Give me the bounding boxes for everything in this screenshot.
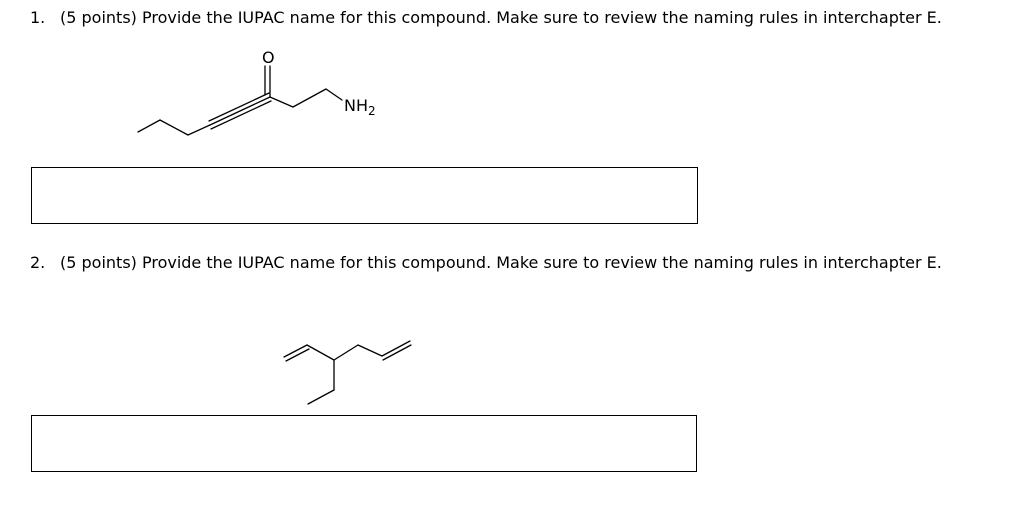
bond <box>292 88 327 108</box>
bond <box>333 344 359 361</box>
bond <box>269 96 294 108</box>
bond <box>357 344 383 357</box>
question-number: 2. <box>30 253 46 272</box>
triple-bond <box>209 96 271 126</box>
bond <box>325 88 343 101</box>
bond <box>187 124 211 136</box>
triple-bond <box>210 100 272 130</box>
double-bond <box>283 344 308 358</box>
double-bond <box>382 344 412 361</box>
bond <box>137 119 161 133</box>
question-text: (5 points) Provide the IUPAC name for th… <box>60 253 942 272</box>
answer-box-1[interactable] <box>31 167 698 224</box>
question-number: 1. <box>30 8 46 27</box>
answer-box-2[interactable] <box>31 415 697 472</box>
triple-bond <box>208 92 270 122</box>
double-bond <box>381 340 411 357</box>
bond <box>159 119 189 136</box>
double-bond <box>285 348 310 362</box>
bond <box>306 344 335 361</box>
question-2: 2. (5 points) Provide the IUPAC name for… <box>30 252 990 273</box>
question-1: 1. (5 points) Provide the IUPAC name for… <box>30 7 990 28</box>
bond <box>307 389 335 405</box>
amine-label: NH2 <box>344 96 376 118</box>
oxygen-label: O <box>262 48 275 67</box>
question-text: (5 points) Provide the IUPAC name for th… <box>60 8 942 27</box>
compound-structure-2 <box>283 340 412 405</box>
compound-structure-1: O NH2 <box>137 48 376 136</box>
